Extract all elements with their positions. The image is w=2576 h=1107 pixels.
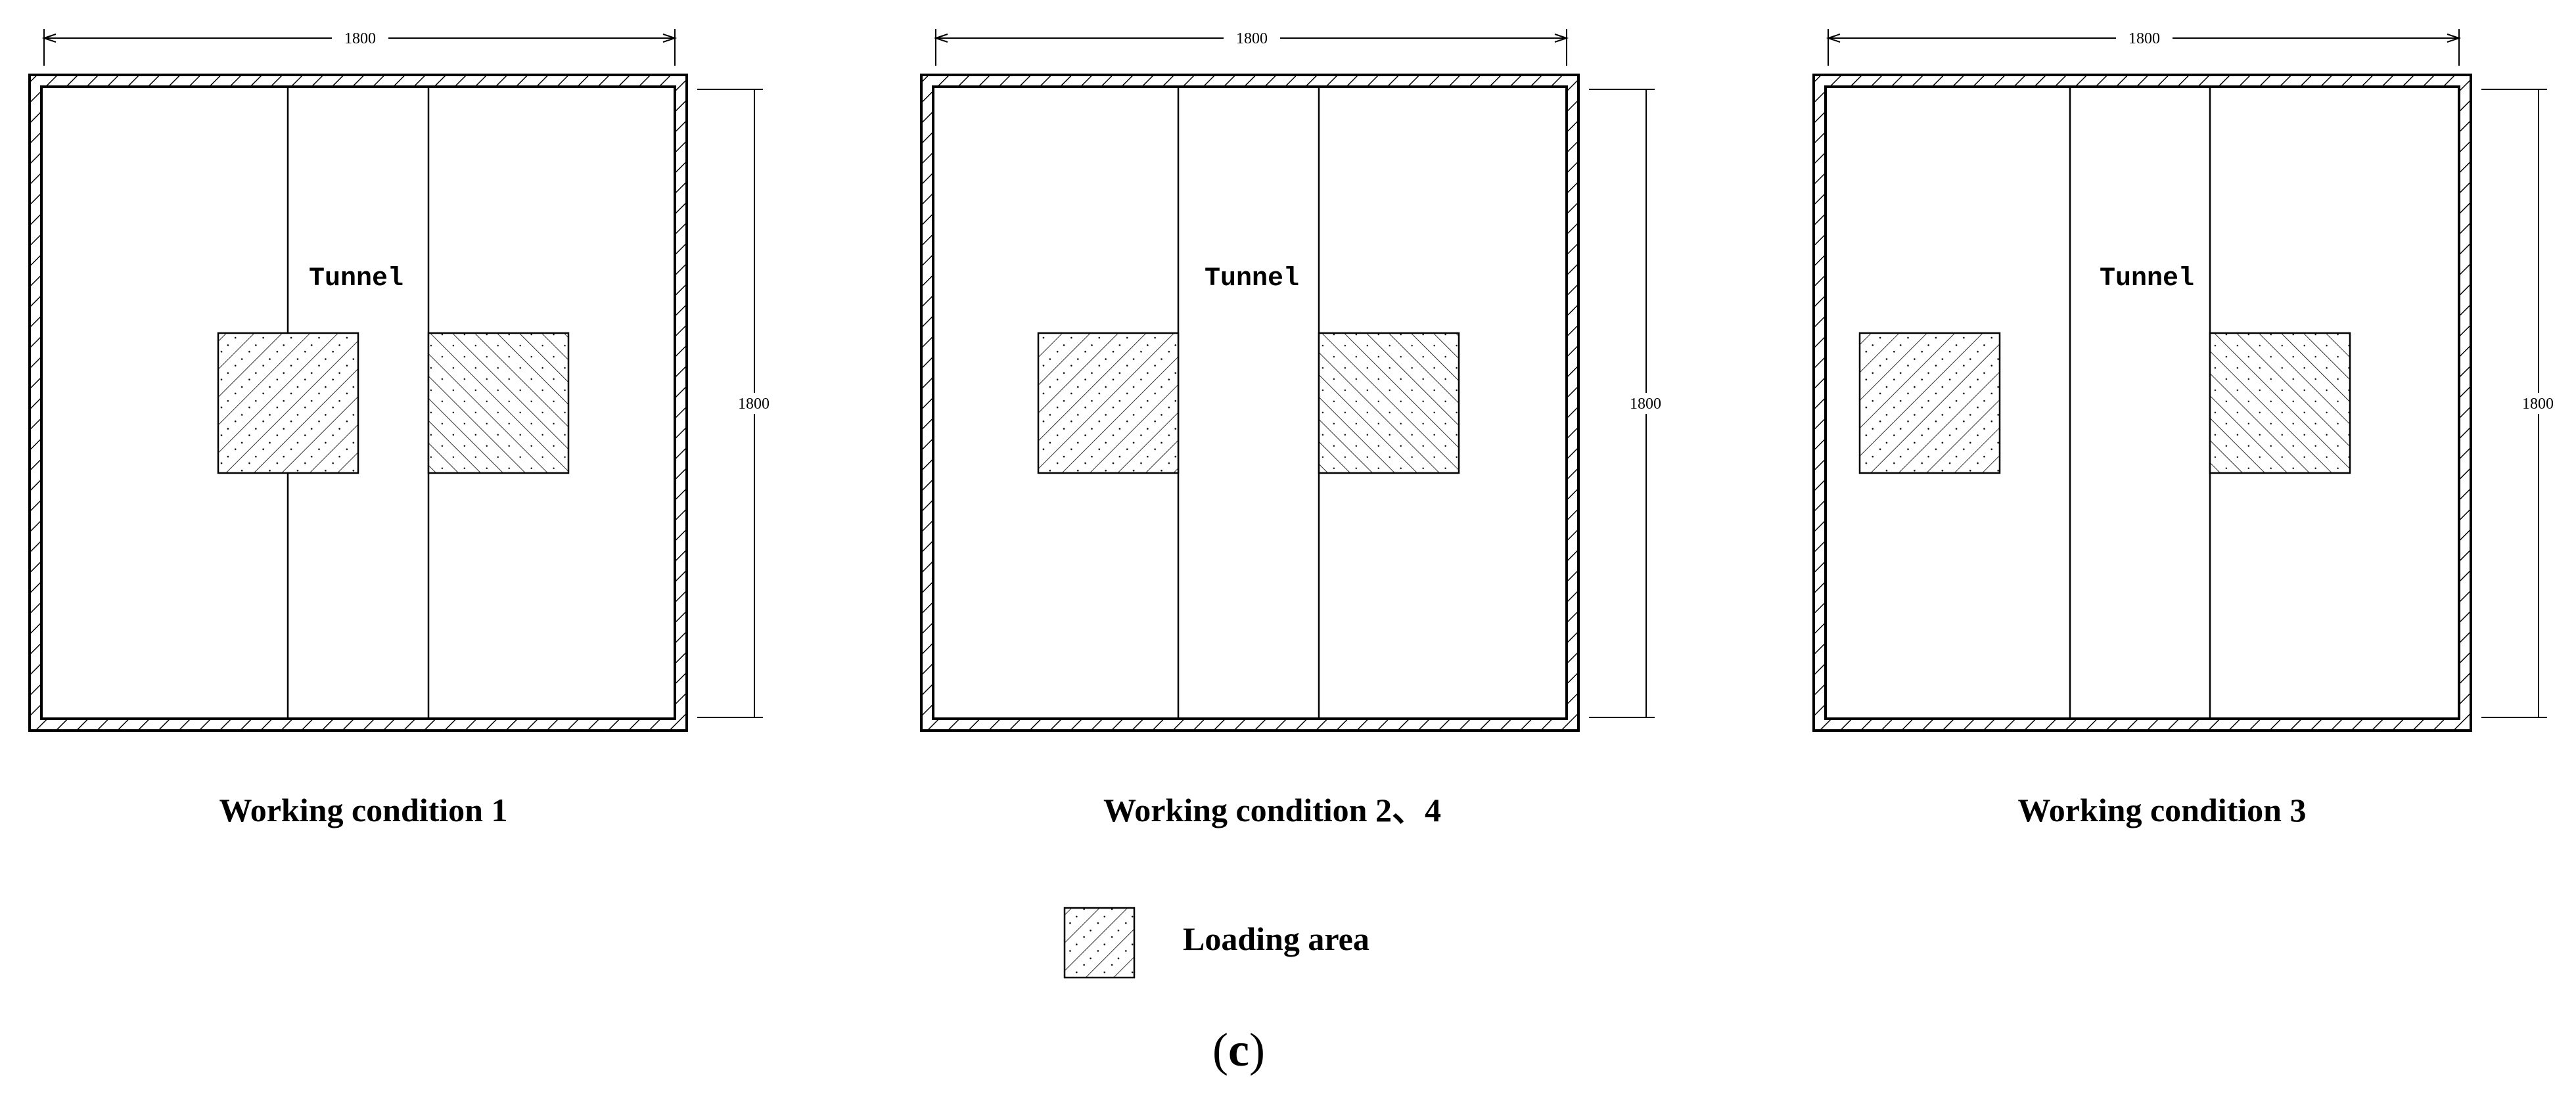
loading-area-right: [2209, 332, 2351, 474]
subfigure-label-text: (c): [1212, 1024, 1265, 1076]
outer-wall: [920, 74, 1580, 732]
right-dimension: 1800: [697, 89, 776, 718]
loading-area-right: [427, 332, 570, 474]
subfigure-letter: c: [1228, 1024, 1249, 1076]
panel-working-condition-1: 1800 1800 Tunnel Working condition 1: [28, 29, 776, 828]
tunnel-label: Tunnel: [2100, 264, 2194, 294]
subfigure-open: (: [1212, 1024, 1228, 1076]
right-dimension-label: 1800: [738, 395, 770, 413]
panel-caption: Working condition 2、4: [1103, 792, 1441, 828]
panel-caption: Working condition 3: [2018, 792, 2307, 828]
tunnel-label: Tunnel: [309, 264, 403, 294]
loading-area-left: [1037, 332, 1180, 474]
loading-area-left: [1858, 332, 2001, 474]
right-dimension: 1800: [2481, 89, 2560, 718]
outer-wall: [28, 74, 688, 732]
tunnel-label: Tunnel: [1205, 264, 1299, 294]
right-dimension-label: 1800: [1630, 395, 1661, 413]
subfigure-close: ): [1249, 1024, 1265, 1076]
right-dimension-label: 1800: [2522, 395, 2554, 413]
top-dimension: 1800: [933, 29, 1569, 66]
legend-swatch: [1063, 907, 1136, 979]
top-dimension-label: 1800: [344, 30, 376, 47]
top-dimension-label: 1800: [2128, 30, 2160, 47]
subfigure-label: (c): [1212, 1024, 1265, 1076]
right-dimension: 1800: [1589, 89, 1668, 718]
top-dimension-label: 1800: [1236, 30, 1268, 47]
legend: Loading area: [1063, 907, 1369, 979]
loading-area-left: [217, 332, 359, 474]
top-dimension: 1800: [41, 29, 678, 66]
panel-caption: Working condition 1: [219, 792, 508, 828]
top-dimension: 1800: [1826, 29, 2462, 66]
legend-label: Loading area: [1183, 920, 1369, 957]
panel-working-condition-2-4: 1800 1800 Tunnel Working condition 2、4: [920, 29, 1668, 828]
panel-working-condition-3: 1800 1800 Tunnel Working condition 3: [1812, 29, 2560, 828]
loading-area-right: [1318, 332, 1460, 474]
outer-wall: [1812, 74, 2472, 732]
